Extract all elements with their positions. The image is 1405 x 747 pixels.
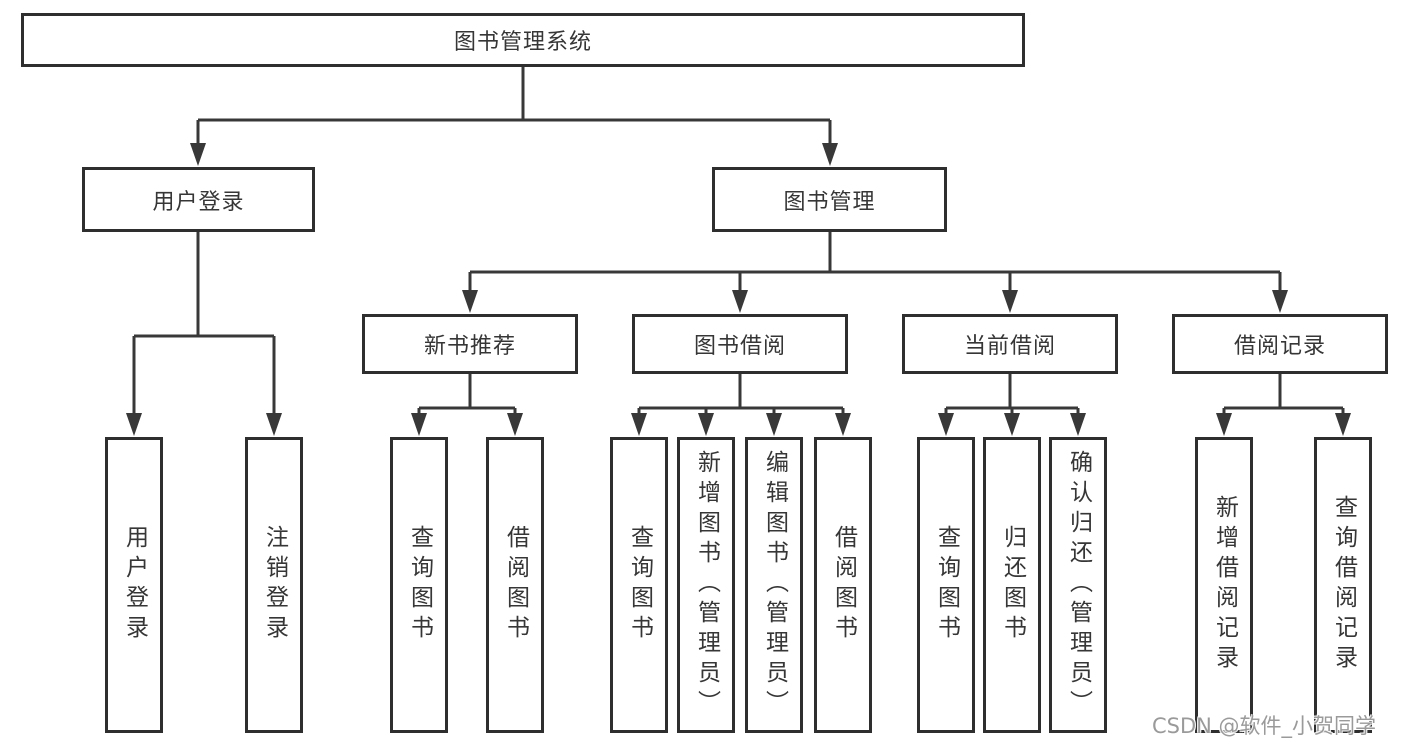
arrow-down-icon: [507, 413, 523, 436]
leaf-add-books-admin: 新增图书（管理员）: [677, 437, 735, 733]
section-label: 当前借阅: [963, 334, 1056, 359]
connector-borrowrecord-to-leaves: [1222, 374, 1345, 415]
node-new-book-recommendation: 新书推荐: [362, 314, 578, 374]
arrow-down-icon: [698, 413, 714, 436]
node-root: 图书管理系统: [21, 13, 1025, 67]
leaf-borrow-books-recommend: 借阅图书: [486, 437, 544, 733]
node-book-management-label: 图书管理: [783, 189, 876, 215]
node-book-borrowing: 图书借阅: [632, 314, 848, 374]
leaf-user-login: 用户登录: [105, 437, 163, 733]
leaf-label: 借阅图书: [502, 525, 529, 645]
arrowheads: [126, 143, 1351, 436]
arrow-down-icon: [822, 143, 838, 166]
connector-stems: [132, 67, 1345, 415]
leaf-label: 用户登录: [121, 525, 148, 645]
leaf-label: 确认归还（管理员）: [1065, 450, 1092, 720]
connector-newbook-to-leaves: [417, 374, 517, 415]
node-root-label: 图书管理系统: [453, 30, 592, 55]
leaf-confirm-return-admin: 确认归还（管理员）: [1049, 437, 1107, 733]
arrow-down-icon: [1335, 413, 1351, 436]
section-label: 新书推荐: [423, 334, 516, 359]
leaf-query-books-recommend: 查询图书: [390, 437, 448, 733]
arrow-down-icon: [190, 143, 206, 166]
leaf-add-borrow-record: 新增借阅记录: [1195, 437, 1253, 733]
arrow-down-icon: [1004, 413, 1020, 436]
leaf-label: 查询图书: [933, 525, 960, 645]
leaf-label: 查询图书: [406, 525, 433, 645]
arrow-down-icon: [266, 413, 282, 436]
leaf-borrow-books: 借阅图书: [814, 437, 872, 733]
arrow-down-icon: [766, 413, 782, 436]
leaf-label: 新增图书（管理员）: [693, 450, 720, 720]
arrow-down-icon: [1002, 290, 1018, 313]
csdn-watermark: CSDN @软件_小贺同学: [1152, 714, 1377, 738]
arrow-down-icon: [732, 290, 748, 313]
arrow-down-icon: [411, 413, 427, 436]
leaf-label: 归还图书: [999, 525, 1026, 645]
leaf-query-books-current: 查询图书: [917, 437, 975, 733]
leaf-label: 编辑图书（管理员）: [761, 450, 788, 720]
section-label: 借阅记录: [1233, 334, 1326, 359]
node-current-borrowing: 当前借阅: [902, 314, 1118, 374]
node-borrowing-records: 借阅记录: [1172, 314, 1388, 374]
leaf-label: 借阅图书: [830, 525, 857, 645]
arrow-down-icon: [1070, 413, 1086, 436]
arrow-down-icon: [835, 413, 851, 436]
connector-manage-to-sections: [468, 232, 1282, 292]
leaf-label: 查询图书: [626, 525, 653, 645]
node-user-login: 用户登录: [82, 167, 315, 232]
arrow-down-icon: [126, 413, 142, 436]
leaf-logout: 注销登录: [245, 437, 303, 733]
leaf-return-books: 归还图书: [983, 437, 1041, 733]
connector-login-to-leaves: [132, 232, 276, 415]
connector-root-to-level2: [196, 67, 832, 145]
node-user-login-label: 用户登录: [152, 189, 245, 215]
leaf-label: 查询借阅记录: [1330, 495, 1357, 675]
leaf-label: 新增借阅记录: [1211, 495, 1238, 675]
leaf-query-books-borrow: 查询图书: [610, 437, 668, 733]
connector-currentborrow-to-leaves: [944, 374, 1080, 415]
arrow-down-icon: [631, 413, 647, 436]
node-book-management: 图书管理: [712, 167, 947, 232]
leaf-label: 注销登录: [261, 525, 288, 645]
arrow-down-icon: [1272, 290, 1288, 313]
leaf-query-borrow-record: 查询借阅记录: [1314, 437, 1372, 733]
connector-bookborrow-to-leaves: [637, 374, 845, 415]
section-label: 图书借阅: [693, 334, 786, 359]
leaf-edit-books-admin: 编辑图书（管理员）: [745, 437, 803, 733]
arrow-down-icon: [1216, 413, 1232, 436]
arrow-down-icon: [462, 290, 478, 313]
arrow-down-icon: [938, 413, 954, 436]
